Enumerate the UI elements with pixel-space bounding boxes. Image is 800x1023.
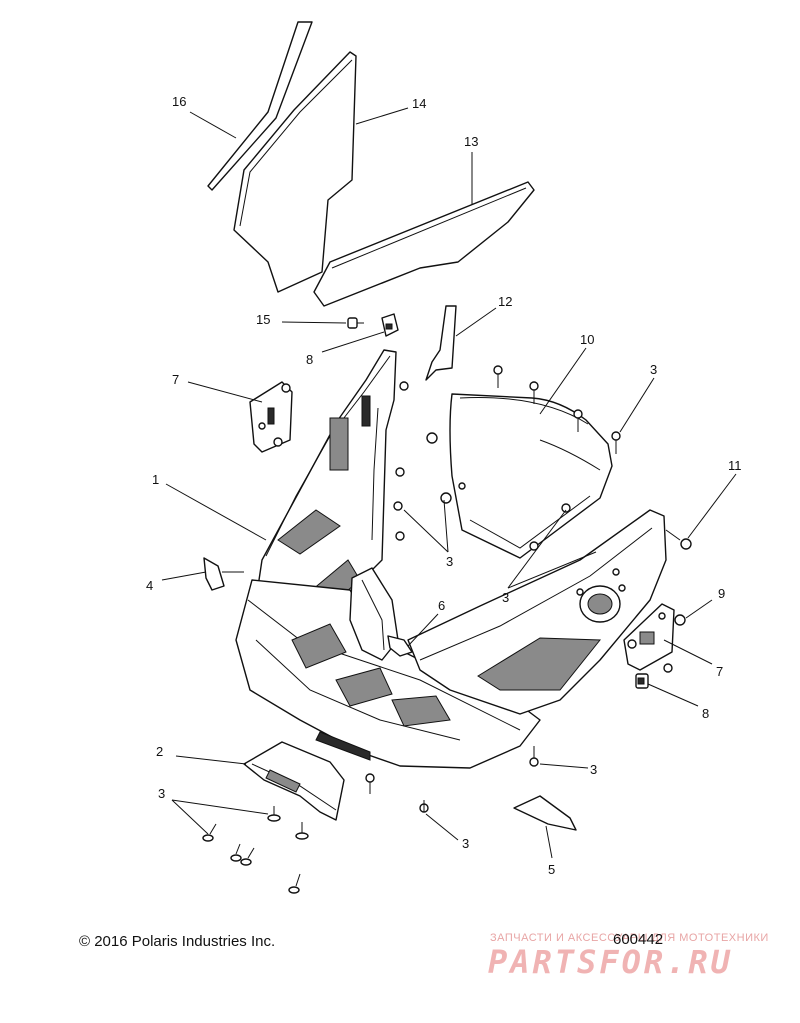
part-7-bracket-left [249, 381, 293, 453]
part-8-clip-right [635, 663, 673, 689]
part-15-screw [347, 317, 364, 329]
callout-7: 7 [172, 372, 179, 387]
part-1-hood-body [235, 349, 667, 769]
part-13-panel [313, 181, 535, 307]
copyright-text: © 2016 Polaris Industries Inc. [79, 933, 276, 950]
callout-4: 4 [146, 578, 153, 593]
callout-3: 3 [158, 786, 165, 801]
loose-fasteners [202, 746, 539, 894]
part-10-cover [426, 365, 621, 559]
callout-8: 8 [306, 352, 313, 367]
leader-lines [161, 107, 737, 859]
part-2-skid-plate [243, 741, 345, 821]
callout-12: 12 [498, 294, 512, 309]
diagram-part-number: 600442 [613, 931, 664, 948]
callout-2: 2 [156, 744, 163, 759]
callout-5: 5 [548, 862, 555, 877]
callout-1: 1 [152, 472, 159, 487]
part-14-side-panel [233, 51, 357, 293]
callout-14: 14 [412, 96, 426, 111]
part-7-bracket-right [623, 603, 675, 671]
callout-3: 3 [590, 762, 597, 777]
part-4-bracket [203, 557, 244, 591]
callout-3: 3 [446, 554, 453, 569]
watermark-tagline: ЗАПЧАСТИ И АКСЕССУАРЫ ДЛЯ МОТОТЕХНИКИ [490, 932, 769, 944]
part-12-strip [425, 305, 457, 381]
part-16-strip [207, 21, 313, 191]
callout-labels: 16 14 13 15 12 8 10 7 3 11 1 3 4 3 6 9 7… [146, 94, 742, 877]
part-8-clip-top [381, 313, 399, 337]
callout-16: 16 [172, 94, 186, 109]
callout-13: 13 [464, 134, 478, 149]
part-9-nut [674, 614, 686, 626]
callout-9: 9 [718, 586, 725, 601]
callout-10: 10 [580, 332, 594, 347]
part-6-clip [387, 635, 413, 657]
watermark-brand: PARTSFOR.RU [488, 943, 733, 981]
callout-7: 7 [716, 664, 723, 679]
callout-6: 6 [438, 598, 445, 613]
callout-15: 15 [256, 312, 270, 327]
callout-3: 3 [502, 590, 509, 605]
callout-11: 11 [728, 458, 742, 473]
callout-8: 8 [702, 706, 709, 721]
part-5-plate [513, 795, 577, 831]
part-11-screw [665, 529, 692, 550]
callout-3: 3 [650, 362, 657, 377]
callout-3: 3 [462, 836, 469, 851]
